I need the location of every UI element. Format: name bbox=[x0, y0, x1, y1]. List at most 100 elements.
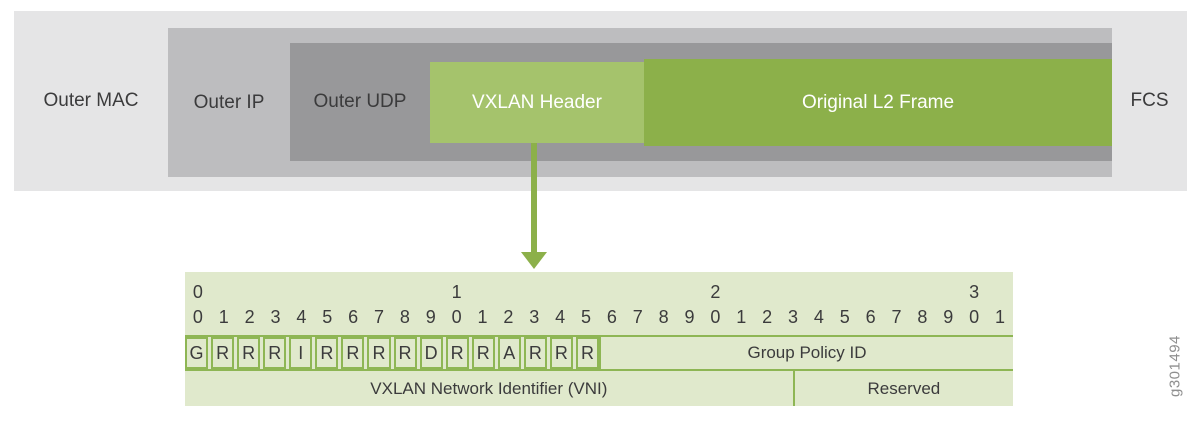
bit-units-digit: 8 bbox=[917, 307, 928, 327]
bit-units-digit: 3 bbox=[529, 307, 540, 327]
vni-cell: VXLAN Network Identifier (VNI) bbox=[185, 371, 793, 406]
bit-units-digit: 1 bbox=[995, 307, 1006, 327]
vni-label: VXLAN Network Identifier (VNI) bbox=[370, 378, 608, 398]
bit-tens-digit bbox=[858, 280, 884, 304]
flag-bit-cell: R bbox=[367, 337, 391, 369]
bit-units-digit: 7 bbox=[891, 307, 902, 327]
bit-tens-digit bbox=[340, 280, 366, 304]
original-l2-frame-box: Original L2 Frame bbox=[644, 59, 1112, 146]
bit-tens-digit bbox=[832, 280, 858, 304]
bit-tens-digit bbox=[237, 280, 263, 304]
bit-units-digit: 1 bbox=[477, 307, 488, 327]
bit-tens-digit bbox=[263, 280, 289, 304]
group-policy-id-cell: Group Policy ID bbox=[599, 337, 1013, 369]
bit-tens-digit bbox=[780, 280, 806, 304]
flag-bit-cell: I bbox=[289, 337, 313, 369]
bit-units-digit: 0 bbox=[969, 307, 980, 327]
bit-units-digit: 5 bbox=[581, 307, 592, 327]
bit-tens-digit bbox=[547, 280, 573, 304]
flag-bit-cell: R bbox=[315, 337, 339, 369]
bit-units-digit: 1 bbox=[736, 307, 747, 327]
figure-number: g301494 bbox=[1166, 335, 1184, 397]
bit-units-digit: 6 bbox=[348, 307, 359, 327]
bit-tens-digit bbox=[806, 280, 832, 304]
bit-tens-digit bbox=[314, 280, 340, 304]
bit-units-digit: 6 bbox=[606, 307, 617, 327]
bit-units-digit: 2 bbox=[503, 307, 514, 327]
bit-units-digit: 6 bbox=[865, 307, 876, 327]
outer-udp-label: Outer UDP bbox=[313, 91, 407, 112]
bit-units-digit: 7 bbox=[632, 307, 643, 327]
flag-bit-cell: R bbox=[341, 337, 365, 369]
flag-bit-cell: A bbox=[497, 337, 521, 369]
group-policy-id-label: Group Policy ID bbox=[747, 343, 867, 362]
bit-units-digit: 3 bbox=[270, 307, 281, 327]
bit-units-digit: 3 bbox=[788, 307, 799, 327]
vni-row: VXLAN Network Identifier (VNI) Reserved bbox=[185, 371, 1013, 406]
bit-units-digit: 8 bbox=[658, 307, 669, 327]
bit-tens-digit bbox=[884, 280, 910, 304]
bit-units-digit: 0 bbox=[192, 307, 203, 327]
bit-tens-digit bbox=[289, 280, 315, 304]
bit-units-digit: 0 bbox=[710, 307, 721, 327]
reserved-label: Reserved bbox=[867, 378, 941, 398]
vxlan-header-box: VXLAN Header bbox=[430, 62, 644, 143]
bit-tens-digit bbox=[677, 280, 703, 304]
arrow-down-icon bbox=[521, 252, 547, 269]
flag-bit-cell: R bbox=[523, 337, 547, 369]
bit-tens-digit: 2 bbox=[710, 282, 721, 302]
bit-tens-digit bbox=[728, 280, 754, 304]
bit-tens-digit bbox=[910, 280, 936, 304]
bit-units-digit: 9 bbox=[684, 307, 695, 327]
bit-tens-digit bbox=[366, 280, 392, 304]
bit-units-digit: 2 bbox=[244, 307, 255, 327]
bit-units-digit: 5 bbox=[322, 307, 333, 327]
bit-units-digit: 1 bbox=[218, 307, 229, 327]
bit-tens-digit bbox=[521, 280, 547, 304]
bit-tens-digit bbox=[418, 280, 444, 304]
flag-bit-cell: R bbox=[471, 337, 495, 369]
reserved-cell: Reserved bbox=[792, 371, 1013, 406]
bit-units-digit: 9 bbox=[943, 307, 954, 327]
flag-bit-cell: R bbox=[575, 337, 599, 369]
bit-tens-digit bbox=[470, 280, 496, 304]
flag-bit-cell: R bbox=[237, 337, 261, 369]
bit-units-digit: 4 bbox=[813, 307, 824, 327]
bit-units-digit: 4 bbox=[555, 307, 566, 327]
bit-units-digit: 0 bbox=[451, 307, 462, 327]
vxlan-header-label: VXLAN Header bbox=[472, 91, 602, 113]
flag-bit-cell: G bbox=[185, 337, 209, 369]
bit-units-digit: 2 bbox=[762, 307, 773, 327]
original-l2-frame-label: Original L2 Frame bbox=[801, 91, 955, 113]
bit-tens-digit bbox=[392, 280, 418, 304]
bit-tens-digit bbox=[625, 280, 651, 304]
flag-bit-cell: R bbox=[445, 337, 469, 369]
bit-tens-digit bbox=[211, 280, 237, 304]
bit-units-digit: 4 bbox=[296, 307, 307, 327]
bit-units-digit: 9 bbox=[425, 307, 436, 327]
bit-tens-digit bbox=[651, 280, 677, 304]
flag-bit-cell: R bbox=[549, 337, 573, 369]
outer-mac-label: Outer MAC bbox=[43, 90, 139, 111]
bit-tens-digit bbox=[599, 280, 625, 304]
outer-ip-label: Outer IP bbox=[193, 91, 265, 113]
bit-tens-digit bbox=[573, 280, 599, 304]
bit-tens-digit: 3 bbox=[969, 282, 980, 302]
bit-tens-digit bbox=[987, 280, 1013, 304]
bit-units-digit: 8 bbox=[399, 307, 410, 327]
bit-tens-digit bbox=[496, 280, 522, 304]
bit-units-digit: 7 bbox=[374, 307, 385, 327]
bit-tens-digit: 0 bbox=[192, 282, 203, 302]
flag-bit-cell: R bbox=[211, 337, 235, 369]
bit-tens-digit bbox=[935, 280, 961, 304]
flag-bit-cell: D bbox=[419, 337, 443, 369]
flag-bit-cell: R bbox=[393, 337, 417, 369]
bit-units-digit: 5 bbox=[839, 307, 850, 327]
fcs-label: FCS bbox=[1130, 90, 1169, 111]
flag-bit-cell: R bbox=[263, 337, 287, 369]
